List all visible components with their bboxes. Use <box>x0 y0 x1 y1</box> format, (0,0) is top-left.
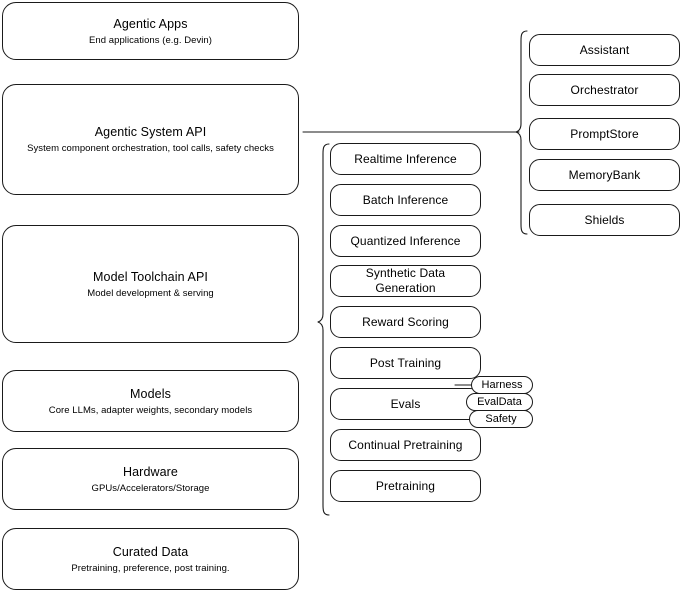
capability-continual-pretraining[interactable]: Continual Pretraining <box>330 429 481 461</box>
evals-pill-evaldata[interactable]: EvalData <box>466 393 533 411</box>
layer-title: Hardware <box>123 464 178 479</box>
system-component-label: MemoryBank <box>568 167 641 182</box>
layer-title: Model Toolchain API <box>93 269 208 284</box>
layer-curated-data[interactable]: Curated Data Pretraining, preference, po… <box>2 528 299 590</box>
system-component-label: Assistant <box>579 42 630 57</box>
capability-label: Quantized Inference <box>350 233 461 248</box>
system-component-memorybank[interactable]: MemoryBank <box>529 159 680 191</box>
layer-subtitle: Model development & serving <box>87 287 214 299</box>
layer-title: Agentic Apps <box>113 16 188 31</box>
capability-pretraining[interactable]: Pretraining <box>330 470 481 502</box>
evals-pill-label: Harness <box>481 378 523 391</box>
layer-models[interactable]: Models Core LLMs, adapter weights, secon… <box>2 370 299 432</box>
layer-subtitle: Pretraining, preference, post training. <box>71 562 230 574</box>
capability-batch-inference[interactable]: Batch Inference <box>330 184 481 216</box>
capability-evals[interactable]: Evals <box>330 388 481 420</box>
system-component-promptstore[interactable]: PromptStore <box>529 118 680 150</box>
evals-pill-safety[interactable]: Safety <box>469 410 533 428</box>
system-component-label: Orchestrator <box>570 82 639 97</box>
layer-agentic-system-api[interactable]: Agentic System API System component orch… <box>2 84 299 195</box>
capability-synthetic-data-generation[interactable]: Synthetic Data Generation <box>330 265 481 297</box>
layer-title: Agentic System API <box>94 125 207 139</box>
layer-agentic-apps[interactable]: Agentic Apps End applications (e.g. Devi… <box>2 2 299 60</box>
capability-label: Evals <box>390 396 421 411</box>
toolchain-capabilities-brace <box>317 143 330 516</box>
system-component-label: PromptStore <box>570 126 639 141</box>
capability-label: Continual Pretraining <box>348 437 463 452</box>
capability-post-training[interactable]: Post Training <box>330 347 481 379</box>
layer-model-toolchain-api[interactable]: Model Toolchain API Model development & … <box>2 225 299 343</box>
system-components-brace <box>515 30 528 235</box>
layer-subtitle: System component orchestration, tool cal… <box>27 143 274 154</box>
evals-pill-harness[interactable]: Harness <box>471 376 533 394</box>
evals-pill-label: Safety <box>485 412 517 425</box>
system-component-label: Shields <box>584 212 625 227</box>
system-component-shields[interactable]: Shields <box>529 204 680 236</box>
capability-quantized-inference[interactable]: Quantized Inference <box>330 225 481 257</box>
capability-label: Reward Scoring <box>362 314 449 329</box>
capability-label: Synthetic Data Generation <box>365 266 446 295</box>
layer-subtitle: Core LLMs, adapter weights, secondary mo… <box>48 404 253 416</box>
evals-pill-label: EvalData <box>477 395 522 408</box>
layer-hardware[interactable]: Hardware GPUs/Accelerators/Storage <box>2 448 299 510</box>
capability-label: Realtime Inference <box>354 151 457 166</box>
capability-realtime-inference[interactable]: Realtime Inference <box>330 143 481 175</box>
capability-label: Post Training <box>369 355 442 370</box>
capability-label: Pretraining <box>375 478 436 493</box>
layer-subtitle: GPUs/Accelerators/Storage <box>91 482 210 494</box>
layer-title: Curated Data <box>112 544 189 559</box>
system-component-assistant[interactable]: Assistant <box>529 34 680 66</box>
capability-label: Batch Inference <box>362 192 449 207</box>
layer-subtitle: End applications (e.g. Devin) <box>89 34 212 46</box>
layer-title: Models <box>130 386 171 401</box>
system-component-orchestrator[interactable]: Orchestrator <box>529 74 680 106</box>
capability-reward-scoring[interactable]: Reward Scoring <box>330 306 481 338</box>
